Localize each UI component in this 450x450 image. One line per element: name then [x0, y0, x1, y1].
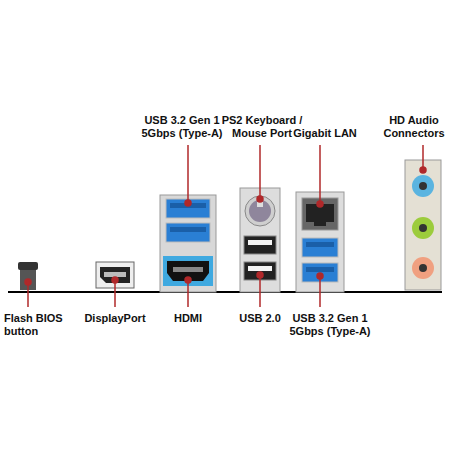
leader-line: [187, 145, 189, 203]
hdmi-tongue: [173, 267, 203, 272]
port-label: HD Audio Connectors: [381, 114, 447, 140]
hdmi-rim: [163, 256, 213, 286]
usb3-tongue: [306, 267, 334, 272]
stack-shell: [160, 195, 216, 292]
leader-dot: [25, 279, 31, 285]
usb2-tongue: [248, 266, 272, 271]
port-label: Flash BIOS button: [4, 312, 68, 338]
leader-line: [259, 145, 261, 199]
stack-shell: [296, 192, 344, 292]
usb3-port: [166, 199, 210, 218]
usb3-port: [302, 238, 338, 257]
leader-line: [187, 280, 189, 307]
leader-line: [114, 280, 116, 307]
audio-panel: [405, 160, 441, 290]
leader-dot: [185, 200, 191, 206]
port-label: USB 2.0: [230, 312, 290, 325]
port-label: USB 3.2 Gen 1 5Gbps (Type-A): [280, 312, 380, 338]
jack-hole: [419, 264, 427, 272]
audio-shell: [405, 160, 441, 290]
usb2-port: [244, 236, 276, 254]
ps2-usb2-stack: [240, 188, 280, 292]
usb3-port: [302, 263, 338, 282]
base-line: [8, 291, 442, 293]
dp-socket: [100, 267, 130, 283]
leader-line: [259, 275, 261, 307]
usb2-port: [244, 262, 276, 280]
leader-line: [319, 145, 321, 204]
usb3-tongue: [170, 227, 206, 232]
leader-dot: [257, 196, 263, 202]
leader-lines: [25, 145, 426, 307]
usb3-port: [166, 223, 210, 242]
port-label: DisplayPort: [75, 312, 155, 325]
hdmi-usb-stack: [160, 195, 216, 292]
audio-jack: [412, 175, 434, 197]
leader-dot: [317, 273, 323, 279]
leader-dot: [420, 167, 426, 173]
leader-dot: [317, 201, 323, 207]
jack-hole: [419, 224, 427, 232]
port-label: USB 3.2 Gen 1 5Gbps (Type-A): [132, 114, 232, 140]
lan-usb-stack: [296, 192, 344, 292]
ps2-ring: [245, 196, 275, 226]
port-label: Gigabit LAN: [290, 127, 360, 140]
ps2-socket: [249, 200, 271, 222]
leader-line: [319, 276, 321, 307]
leader-dot: [257, 272, 263, 278]
stack-shell: [240, 188, 280, 292]
lan-port: [302, 198, 338, 230]
audio-jack: [412, 217, 434, 239]
audio-jack: [412, 257, 434, 279]
button-cap: [18, 262, 38, 270]
jack-hole: [419, 182, 427, 190]
leader-dot: [185, 277, 191, 283]
usb2-tongue: [248, 240, 272, 245]
port-label: HDMI: [158, 312, 218, 325]
leader-dot: [112, 277, 118, 283]
usb3-tongue: [306, 242, 334, 247]
